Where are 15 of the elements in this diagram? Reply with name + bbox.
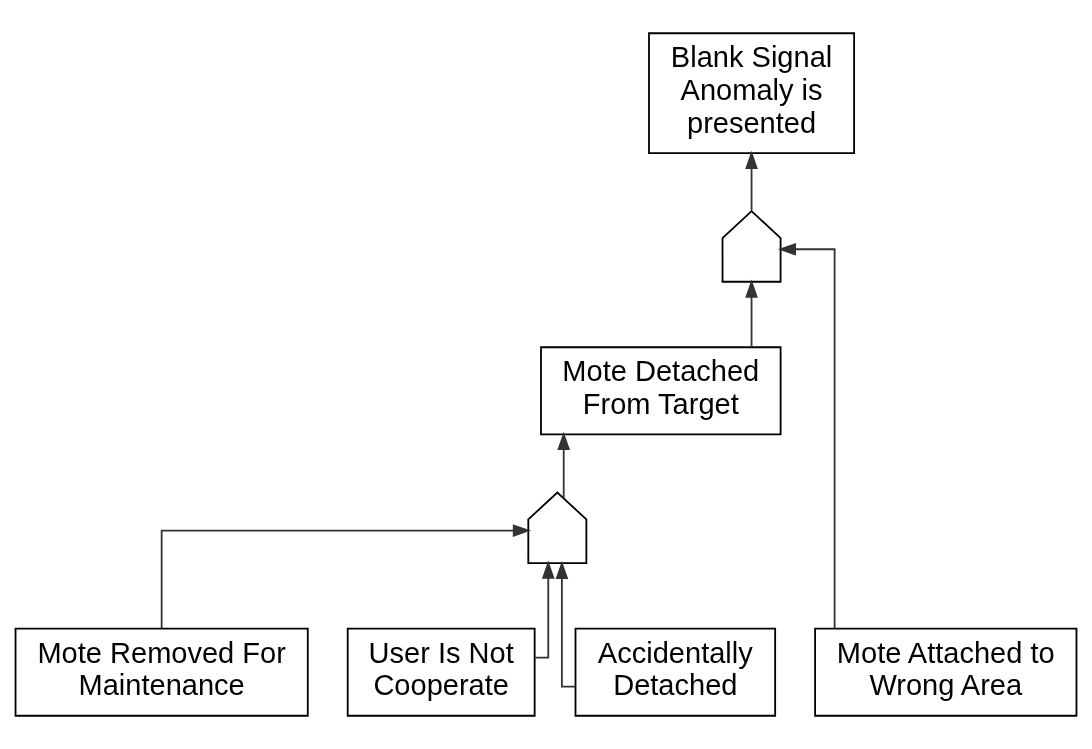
arrow xyxy=(160,524,531,630)
node-box: Accidentally Detached xyxy=(574,627,777,717)
arrow xyxy=(777,242,836,630)
node-box: User Is Not Cooperate xyxy=(346,627,536,717)
arrow xyxy=(555,560,576,688)
arrow xyxy=(534,560,555,659)
node-box: Blank Signal Anomaly is presented xyxy=(648,32,855,154)
node-box: Mote Detached From Target xyxy=(540,346,782,436)
arrow xyxy=(557,431,571,500)
node-box: Mote Attached to Wrong Area xyxy=(814,627,1078,717)
node-gate xyxy=(527,491,588,564)
node-box: Mote Removed For Maintenance xyxy=(14,627,309,717)
arrow xyxy=(745,150,758,212)
arrow xyxy=(745,279,758,348)
node-gate xyxy=(721,209,782,283)
